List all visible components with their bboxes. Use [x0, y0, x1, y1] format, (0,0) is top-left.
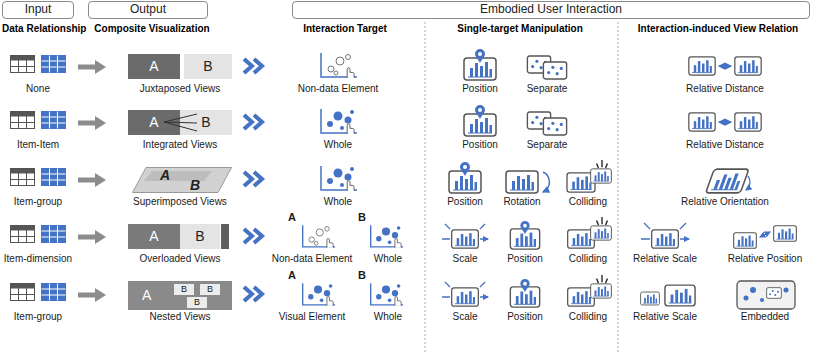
- caption-label: Separate: [527, 139, 568, 151]
- view-box: B: [184, 54, 232, 79]
- view-box: B: [180, 110, 232, 135]
- node-text: A: [142, 288, 151, 303]
- view-letter: B: [358, 211, 366, 223]
- blue-chevron: [244, 59, 262, 301]
- caption-label: Relative Distance: [686, 83, 764, 95]
- caption-label: Overloaded Views: [140, 253, 221, 265]
- node-text: A: [149, 115, 158, 130]
- view-box: B: [180, 224, 220, 249]
- section-header: Input: [2, 1, 74, 19]
- column-heading: Interaction-induced View Relation: [638, 23, 798, 35]
- view-letter: A: [288, 269, 296, 281]
- node-text: A: [160, 168, 170, 183]
- separator-line: [425, 22, 618, 352]
- node-text: B: [203, 59, 212, 74]
- node-text: B: [190, 178, 200, 193]
- caption-label: Embedded: [741, 311, 789, 323]
- caption-label: Whole: [374, 253, 402, 265]
- nested-view-box: B: [187, 297, 207, 308]
- caption-label: Relative Position: [728, 253, 802, 265]
- view-box: A: [128, 110, 180, 135]
- caption-label: Whole: [324, 196, 352, 208]
- caption-label: Position: [507, 253, 543, 265]
- caption-label: Non-data Element: [298, 83, 379, 95]
- caption-label: Non-data Element: [272, 253, 353, 265]
- node-text: B: [207, 285, 213, 295]
- node-text: B: [194, 298, 200, 308]
- nested-view-box: B: [174, 284, 194, 295]
- node-text: Embodied User Interaction: [480, 3, 622, 16]
- view-box: ABBB: [128, 281, 232, 310]
- caption-label: Relative Orientation: [681, 196, 769, 208]
- caption-label: Item-group: [14, 311, 62, 323]
- section-header: Embodied User Interaction: [292, 1, 810, 19]
- caption-label: Colliding: [569, 196, 607, 208]
- parallelogram-shape: [132, 167, 232, 193]
- relation-icon: [641, 57, 797, 309]
- caption-label: Relative Scale: [633, 253, 697, 265]
- caption-label: Position: [462, 83, 498, 95]
- caption-label: Colliding: [569, 311, 607, 323]
- caption-label: Item-Item: [17, 139, 59, 151]
- caption-label: Superimposed Views: [133, 196, 227, 208]
- node-text: Input: [25, 3, 52, 16]
- caption-label: Separate: [527, 83, 568, 95]
- node-text: B: [181, 285, 187, 295]
- caption-label: Nested Views: [150, 311, 211, 323]
- caption-label: Integrated Views: [143, 139, 217, 151]
- overload-bar: [221, 224, 229, 249]
- caption-label: Scale: [452, 253, 477, 265]
- caption-label: Whole: [324, 139, 352, 151]
- caption-label: Position: [447, 196, 483, 208]
- caption-label: Position: [462, 139, 498, 151]
- nested-view-box: B: [200, 284, 220, 295]
- node-text: B: [201, 115, 210, 130]
- view-letter: B: [358, 269, 366, 281]
- column-heading: Data Relationship: [2, 23, 86, 35]
- node-text: A: [149, 59, 158, 74]
- view-parallelogram: AB: [132, 167, 232, 193]
- view-letter: A: [288, 211, 296, 223]
- node-text: Output: [130, 3, 166, 16]
- caption-label: Rotation: [503, 196, 540, 208]
- caption-label: Relative Scale: [633, 311, 697, 323]
- caption-label: None: [26, 83, 50, 95]
- caption-label: Whole: [374, 311, 402, 323]
- view-box: A: [128, 224, 180, 249]
- node-text: B: [195, 229, 204, 244]
- grey-arrow: [78, 60, 106, 302]
- caption-label: Scale: [452, 311, 477, 323]
- view-box: A: [128, 54, 180, 79]
- column-heading: Interaction Target: [303, 23, 387, 35]
- caption-label: Visual Element: [279, 311, 346, 323]
- caption-label: Position: [507, 311, 543, 323]
- column-heading: Single-target Manipulation: [457, 23, 583, 35]
- column-heading: Composite Visualization: [94, 23, 209, 35]
- caption-label: Item-dimension: [4, 253, 72, 265]
- caption-label: Item-group: [14, 196, 62, 208]
- node-text: A: [149, 229, 158, 244]
- caption-label: Relative Distance: [686, 139, 764, 151]
- tablet-icon: [442, 49, 611, 307]
- caption-label: Colliding: [569, 253, 607, 265]
- caption-label: Juxtaposed Views: [140, 83, 220, 95]
- section-header: Output: [88, 1, 208, 19]
